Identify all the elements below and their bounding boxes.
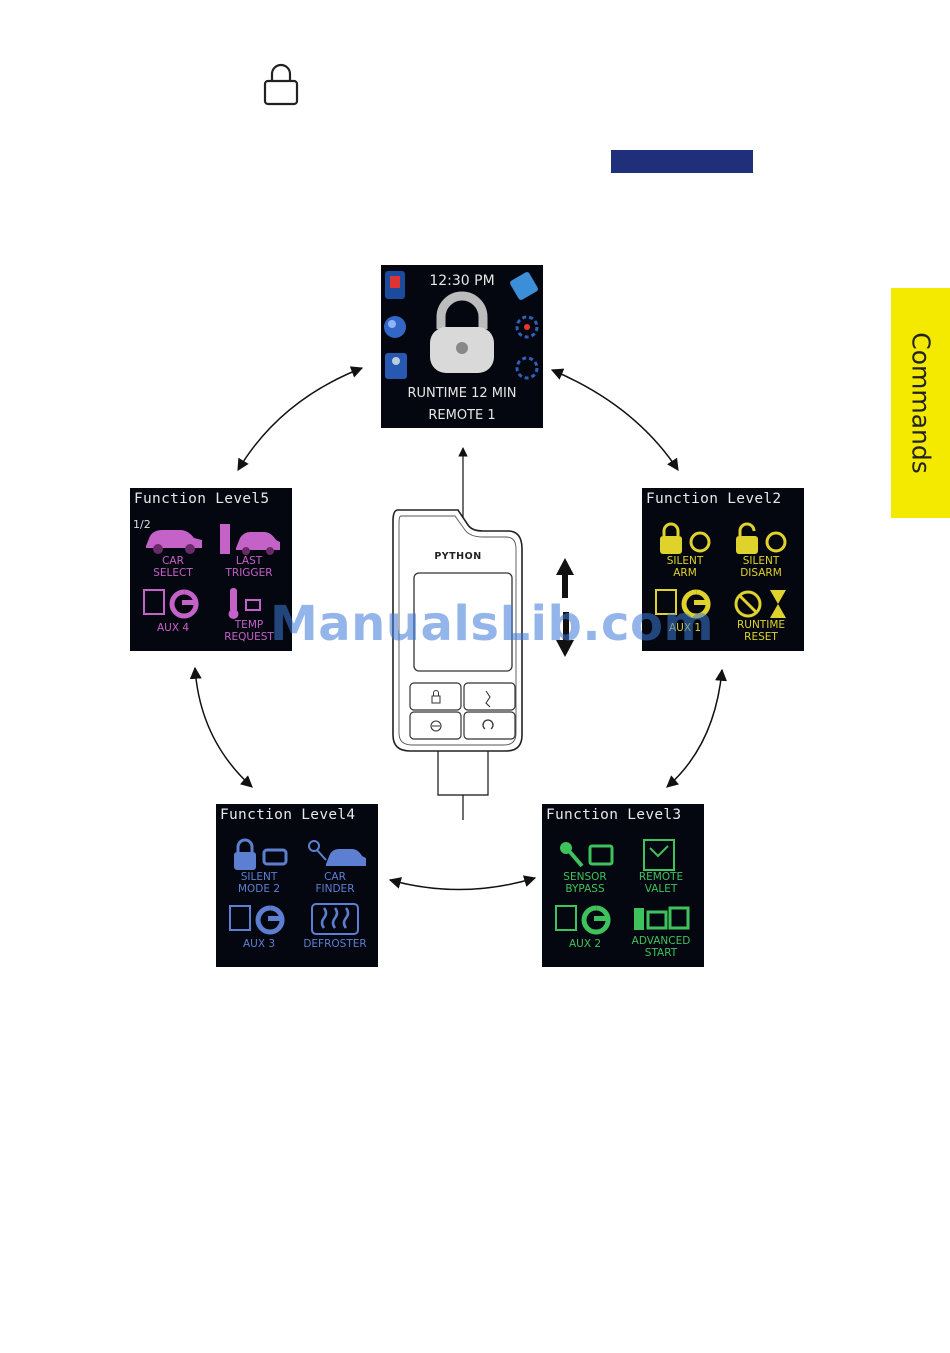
level5-item-last-trigger[interactable]: LAST TRIGGER [212,520,286,584]
function-level4-screen: Function Level4 SILENT MODE 2 CAR FINDER… [216,804,378,967]
arrow-main-to-level2 [550,368,679,472]
arrow-level5-to-level4 [189,666,253,788]
padlock-icon [263,63,299,106]
function-level3-screen: Function Level3 SENSOR BYPASS REMOTE VAL… [542,804,704,967]
level3-item-sensor-bypass[interactable]: SENSOR BYPASS [548,836,622,900]
aux-icon [555,905,611,935]
padlock-icon [430,291,494,373]
level4-item-label: CAR FINDER [315,871,355,895]
sensor-icon [560,842,614,868]
level3-item-label: SENSOR BYPASS [563,871,607,895]
level2-item-label: RUNTIME RESET [736,619,786,643]
hourglass-icon [734,590,786,618]
remote-label: REMOTE 1 [428,408,496,423]
level4-item-label: SILENT MODE 2 [237,871,281,895]
level3-item-advanced-start[interactable]: ADVANCED START [624,900,698,964]
level5-item-label: TEMP REQUEST [224,619,274,643]
thermometer-icon [228,588,261,619]
arrow-main-to-level5 [237,366,364,472]
remote-outline-icon [392,509,523,752]
level2-item-runtime-reset[interactable]: RUNTIME RESET [724,584,798,648]
level4-item-defroster[interactable]: DEFROSTER [298,900,372,964]
battery-icon [510,272,538,300]
aux-icon [655,589,711,619]
car-trigger-icon [220,524,280,555]
level4-item-aux3[interactable]: AUX 3 [222,900,296,964]
section-color-bar [611,150,753,173]
person-icon [385,353,407,379]
lock-speaker-icon [234,838,288,870]
level5-item-label: CAR SELECT [153,555,193,579]
level3-item-label: ADVANCED START [631,935,691,959]
level5-page-indicator: 1/2 [133,518,151,531]
up-arrow-icon [556,558,574,598]
remote-brand-label: PYTHON [434,551,482,562]
car-finder-icon [308,840,366,866]
remote-control: PYTHON [388,505,528,755]
level4-title: Function Level4 [220,807,356,823]
arrow-level4-to-level3 [388,875,537,891]
level4-item-label: DEFROSTER [303,938,367,950]
main-screen-icons [384,271,539,380]
aux-icon [229,905,285,935]
car-icon [146,530,202,554]
level5-item-car-select[interactable]: CAR SELECT [136,520,210,584]
level5-item-label: LAST TRIGGER [225,555,273,579]
level5-item-temp-request[interactable]: TEMP REQUEST [212,584,286,648]
aux-icon [143,589,199,619]
level3-item-aux2[interactable]: AUX 2 [548,900,622,964]
level4-item-silent-mode2[interactable]: SILENT MODE 2 [222,836,296,900]
remote-lock-icon [431,690,441,704]
level2-item-label: SILENT ARM [666,555,704,579]
remote-aux-icon [430,720,442,732]
level3-item-remote-valet[interactable]: REMOTE VALET [624,836,698,900]
down-arrow-icon [556,612,574,657]
advanced-start-icon [634,906,690,930]
level2-item-silent-disarm[interactable]: SILENT DISARM [724,520,798,584]
level3-item-label: REMOTE VALET [638,871,684,895]
level2-item-silent-arm[interactable]: SILENT ARM [648,520,722,584]
level2-item-label: SILENT DISARM [740,555,782,579]
arrow-level2-to-level3 [666,668,727,788]
level4-item-label: AUX 3 [242,938,276,950]
level5-title: Function Level5 [134,491,270,507]
level5-item-aux4[interactable]: AUX 4 [136,584,210,648]
door-icon [385,271,405,299]
watermark: ManualsLib.com [270,596,714,652]
main-time: 12:30 PM [429,273,495,289]
engine-icon [515,356,539,380]
level3-item-label: AUX 2 [568,938,602,950]
function-level2-screen: Function Level2 SILENT ARM SILENT DISARM… [642,488,804,651]
remote-trunk-icon [485,690,491,708]
defroster-icon [311,903,359,935]
side-tab: Commands [891,288,950,518]
level4-item-car-finder[interactable]: CAR FINDER [298,836,372,900]
level2-title: Function Level2 [646,491,782,507]
function-level5-screen: Function Level5 1/2 CAR SELECT LAST TRIG… [130,488,292,651]
runtime-label: RUNTIME 12 MIN [407,386,517,401]
remote-start-icon [482,719,494,730]
level2-item-label: AUX 1 [668,622,702,634]
main-status-screen: 12:30 PM RUNTIME 12 MIN REMOTE 1 [381,265,543,428]
unlock-speaker-icon [736,522,787,554]
siren-icon [515,315,539,339]
level5-item-label: AUX 4 [156,622,190,634]
valet-icon [643,839,675,871]
bracket-line [437,730,489,820]
level3-title: Function Level3 [546,807,682,823]
level2-item-aux1[interactable]: AUX 1 [648,584,722,648]
lock-speaker-icon [660,522,711,554]
globe-icon [384,316,406,338]
